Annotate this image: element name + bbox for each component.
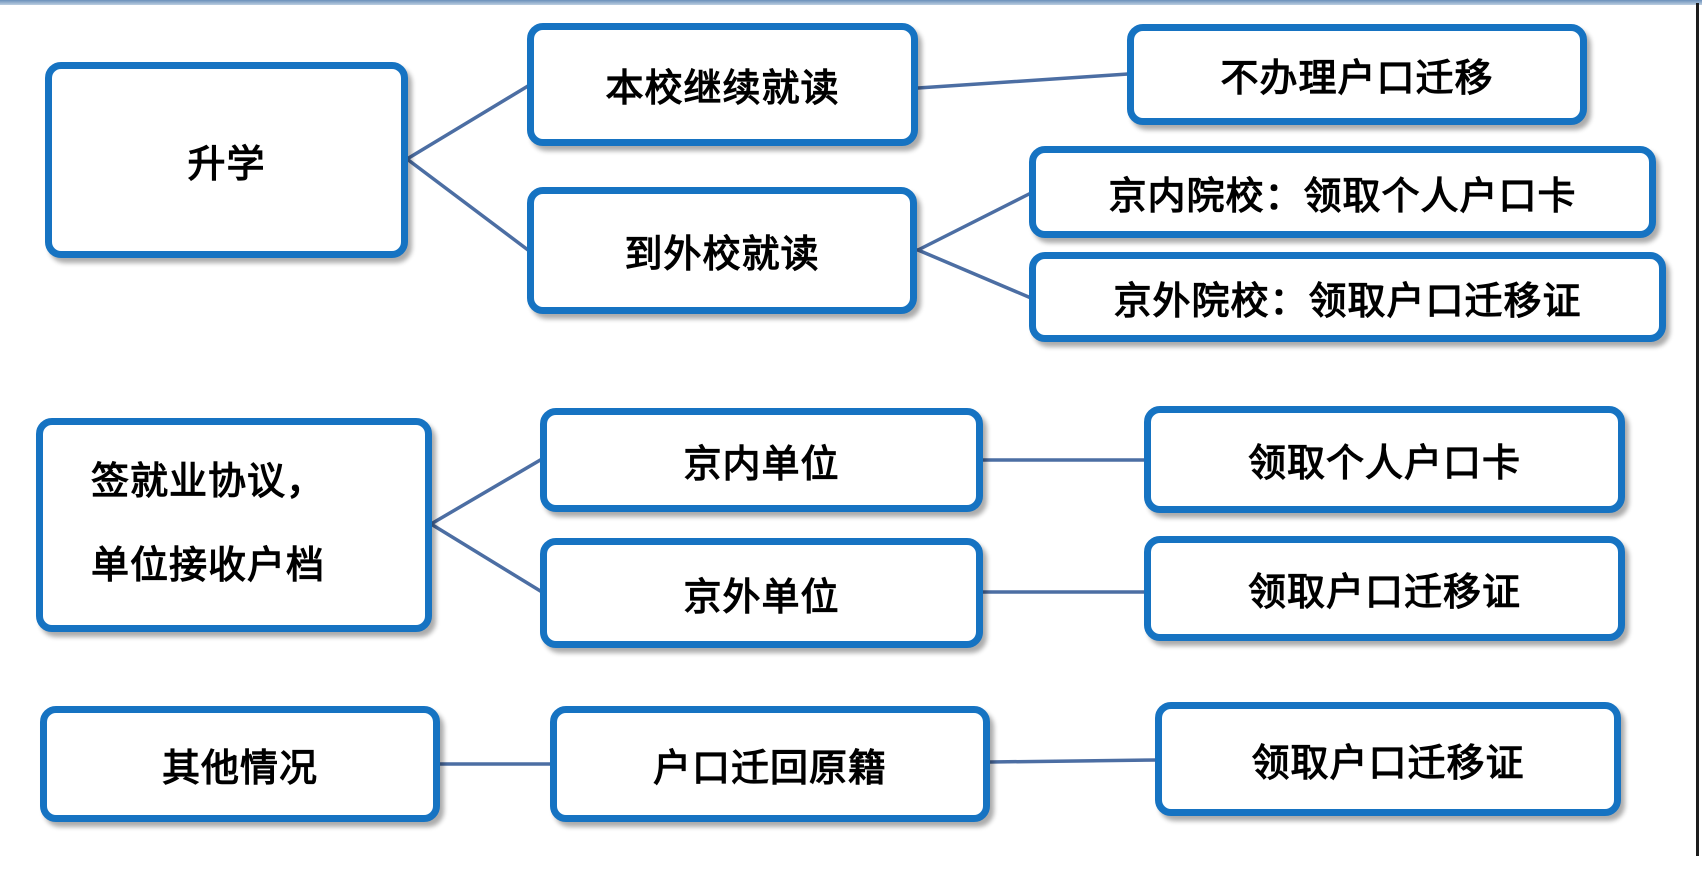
connector-line — [429, 522, 544, 594]
connector-line — [429, 457, 544, 526]
right-frame-line — [1696, 3, 1699, 856]
node-no-hukou-transfer: 不办理户口迁移 — [1127, 24, 1587, 125]
node-label: 京外单位 — [683, 576, 840, 619]
top-divider-bar — [0, 0, 1702, 5]
node-label: 不办理户口迁移 — [1220, 58, 1494, 100]
node-label: 签就业协议， 单位接收户档 — [91, 441, 325, 608]
node-label: 京外院校：领取户口迁移证 — [1113, 280, 1582, 323]
node-label-line1: 签就业协议， — [91, 461, 326, 504]
node-employment-agreement: 签就业协议， 单位接收户档 — [36, 418, 432, 632]
node-get-transfer-cert-employer: 领取户口迁移证 — [1144, 536, 1625, 641]
node-label: 本校继续就读 — [605, 68, 840, 110]
node-continue-same-school: 本校继续就读 — [527, 23, 918, 146]
node-label: 领取个人户口卡 — [1247, 443, 1521, 485]
node-other-cases: 其他情况 — [40, 706, 440, 822]
node-get-personal-hukou-card: 领取个人户口卡 — [1144, 406, 1625, 513]
node-label: 到外校就读 — [624, 234, 820, 276]
node-label: 领取户口迁移证 — [1251, 742, 1525, 785]
node-label: 户口迁回原籍 — [652, 747, 887, 790]
node-label: 其他情况 — [161, 747, 318, 790]
node-hukou-back-to-origin: 户口迁回原籍 — [550, 706, 990, 822]
node-label: 京内院校：领取个人户口卡 — [1108, 175, 1577, 218]
node-label-line2: 单位接收户档 — [91, 545, 326, 587]
node-get-transfer-cert-other: 领取户口迁移证 — [1155, 702, 1621, 816]
node-beijing-employer: 京内单位 — [540, 408, 983, 512]
connector-line — [916, 248, 1033, 300]
connector-line — [916, 191, 1033, 252]
connector-line — [405, 157, 530, 252]
connector-line — [916, 72, 1130, 90]
node-nonbeijing-employer: 京外单位 — [540, 538, 983, 648]
node-label: 领取户口迁移证 — [1247, 572, 1521, 614]
connector-line — [988, 758, 1159, 764]
connector-line — [405, 84, 530, 161]
node-label: 京内单位 — [683, 443, 840, 486]
node-label: 升学 — [187, 143, 266, 186]
node-further-study: 升学 — [45, 62, 408, 258]
node-beijing-school-personal-card: 京内院校：领取个人户口卡 — [1029, 146, 1656, 238]
node-study-other-school: 到外校就读 — [527, 187, 917, 314]
node-nonbeijing-school-transfer-cert: 京外院校：领取户口迁移证 — [1029, 252, 1666, 342]
